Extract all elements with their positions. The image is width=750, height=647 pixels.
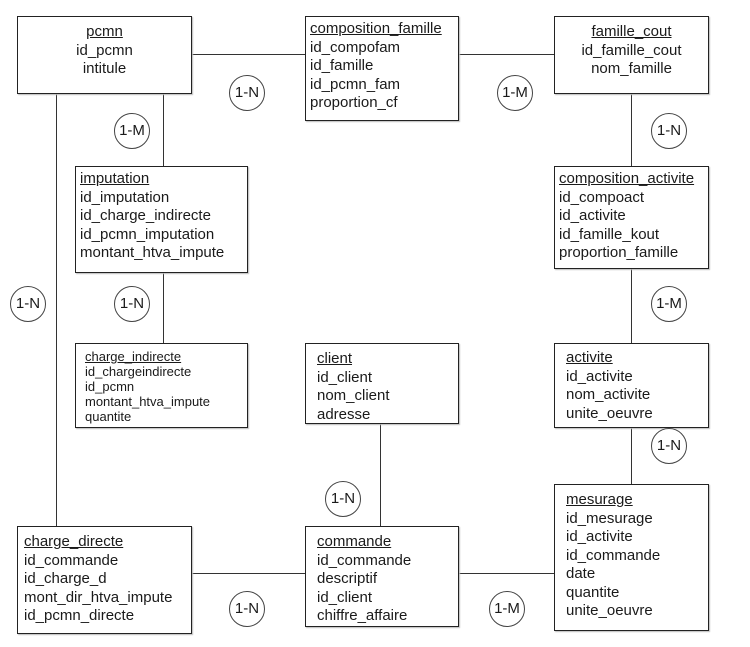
- entity-field: id_pcmn: [76, 41, 133, 59]
- entity-title: pcmn: [86, 23, 123, 40]
- entity-field: id_commande: [317, 551, 412, 569]
- cardinality-commande-mesurage: 1-M: [489, 591, 525, 627]
- entity-title: composition_activite: [559, 170, 695, 187]
- entity-title: composition_famille: [310, 20, 442, 37]
- cardinality-famille-cout-composition-activite: 1-N: [651, 113, 687, 149]
- entity-field: nom_client: [317, 387, 390, 404]
- entity-title: activite: [566, 349, 613, 366]
- entity-field: id_activite: [566, 367, 633, 385]
- entity-field: nom_famille: [591, 60, 672, 77]
- entity-title: charge_directe: [24, 533, 124, 550]
- entity-title: client: [317, 350, 353, 367]
- entity-field: id_compofam: [310, 38, 401, 56]
- entity-pcmn[interactable]: pcmn id_pcmn intitule: [17, 16, 192, 94]
- connector-commande-mesurage: [458, 573, 555, 574]
- entity-title: charge_indirecte: [85, 349, 182, 364]
- entity-field: adresse: [317, 405, 371, 423]
- cardinality-activite-mesurage: 1-N: [651, 428, 687, 464]
- entity-field: quantite: [85, 409, 132, 424]
- connector-imputation-charge-indirecte: [163, 272, 164, 344]
- entity-commande[interactable]: commande id_commande descriptif id_clien…: [305, 526, 459, 627]
- entity-field: unite_oeuvre: [566, 602, 653, 619]
- entity-field: nom_activite: [566, 386, 651, 403]
- connector-famille-cout-composition-activite: [631, 93, 632, 167]
- entity-field: id_charge_d: [24, 570, 107, 587]
- entity-field: id_charge_indirecte: [80, 207, 211, 224]
- cardinality-charge-directe-commande: 1-N: [229, 591, 265, 627]
- entity-field: id_famille_kout: [559, 225, 660, 243]
- entity-field: id_mesurage: [566, 509, 653, 527]
- entity-title: imputation: [80, 170, 150, 187]
- entity-field: id_pcmn_directe: [24, 607, 135, 624]
- entity-field: proportion_cf: [310, 94, 398, 111]
- entity-field: id_famille_cout: [581, 41, 682, 59]
- entity-famille-cout[interactable]: famille_cout id_famille_cout nom_famille: [554, 16, 709, 94]
- entity-mesurage[interactable]: mesurage id_mesurage id_activite id_comm…: [554, 484, 709, 631]
- entity-field: date: [566, 565, 596, 582]
- entity-field: id_compoact: [559, 188, 645, 206]
- entity-field: id_chargeindirecte: [85, 364, 192, 379]
- entity-composition-famille[interactable]: composition_famille id_compofam id_famil…: [305, 16, 459, 121]
- connector-pcmn-imputation: [163, 93, 164, 167]
- cardinality-imputation-charge-indirecte: 1-N: [114, 286, 150, 322]
- cardinality-composition-famille-famille-cout: 1-M: [497, 75, 533, 111]
- cardinality-client-commande: 1-N: [325, 481, 361, 517]
- connector-client-commande: [380, 423, 381, 527]
- cardinality-pcmn-imputation: 1-M: [114, 113, 150, 149]
- cardinality-pcmn-charge-directe: 1-N: [10, 286, 46, 322]
- entity-field: chiffre_affaire: [317, 607, 408, 624]
- entity-field: id_imputation: [80, 188, 170, 206]
- entity-field: id_commande: [566, 546, 661, 564]
- connector-charge-directe-commande: [191, 573, 306, 574]
- entity-field: id_activite: [559, 207, 626, 224]
- entity-title: commande: [317, 533, 392, 550]
- entity-field: id_pcmn_imputation: [80, 225, 215, 243]
- entity-field: montant_htva_impute: [80, 244, 225, 261]
- entity-field: id_famille: [310, 57, 374, 74]
- entity-field: id_activite: [566, 528, 633, 545]
- connector-activite-mesurage: [631, 427, 632, 485]
- connector-composition-famille-famille-cout: [458, 54, 555, 55]
- entity-charge-directe[interactable]: charge_directe id_commande id_charge_d m…: [17, 526, 192, 634]
- entity-client[interactable]: client id_client nom_client adresse: [305, 343, 459, 424]
- entity-title: mesurage: [566, 491, 633, 508]
- cardinality-composition-activite-activite: 1-M: [651, 286, 687, 322]
- entity-field: montant_htva_impute: [85, 394, 211, 409]
- connector-pcmn-charge-directe: [56, 93, 57, 527]
- cardinality-pcmn-composition-famille: 1-N: [229, 75, 265, 111]
- entity-field: id_pcmn: [85, 379, 135, 394]
- entity-field: intitule: [82, 60, 127, 77]
- entity-field: id_client: [317, 368, 373, 386]
- entity-charge-indirecte[interactable]: charge_indirecte id_chargeindirecte id_p…: [75, 343, 248, 428]
- connector-pcmn-composition-famille: [191, 54, 306, 55]
- entity-activite[interactable]: activite id_activite nom_activite unite_…: [554, 343, 709, 428]
- entity-field: mont_dir_htva_impute: [24, 588, 173, 606]
- entity-field: id_pcmn_fam: [310, 75, 401, 93]
- entity-field: descriptif: [317, 570, 378, 587]
- entity-field: quantite: [566, 583, 620, 601]
- entity-field: unite_oeuvre: [566, 404, 653, 422]
- entity-title: famille_cout: [591, 23, 672, 40]
- entity-imputation[interactable]: imputation id_imputation id_charge_indir…: [75, 166, 248, 273]
- connector-composition-activite-activite: [631, 268, 632, 344]
- entity-field: id_client: [317, 588, 373, 606]
- entity-field: id_commande: [24, 551, 119, 569]
- entity-field: proportion_famille: [559, 244, 679, 261]
- entity-composition-activite[interactable]: composition_activite id_compoact id_acti…: [554, 166, 709, 269]
